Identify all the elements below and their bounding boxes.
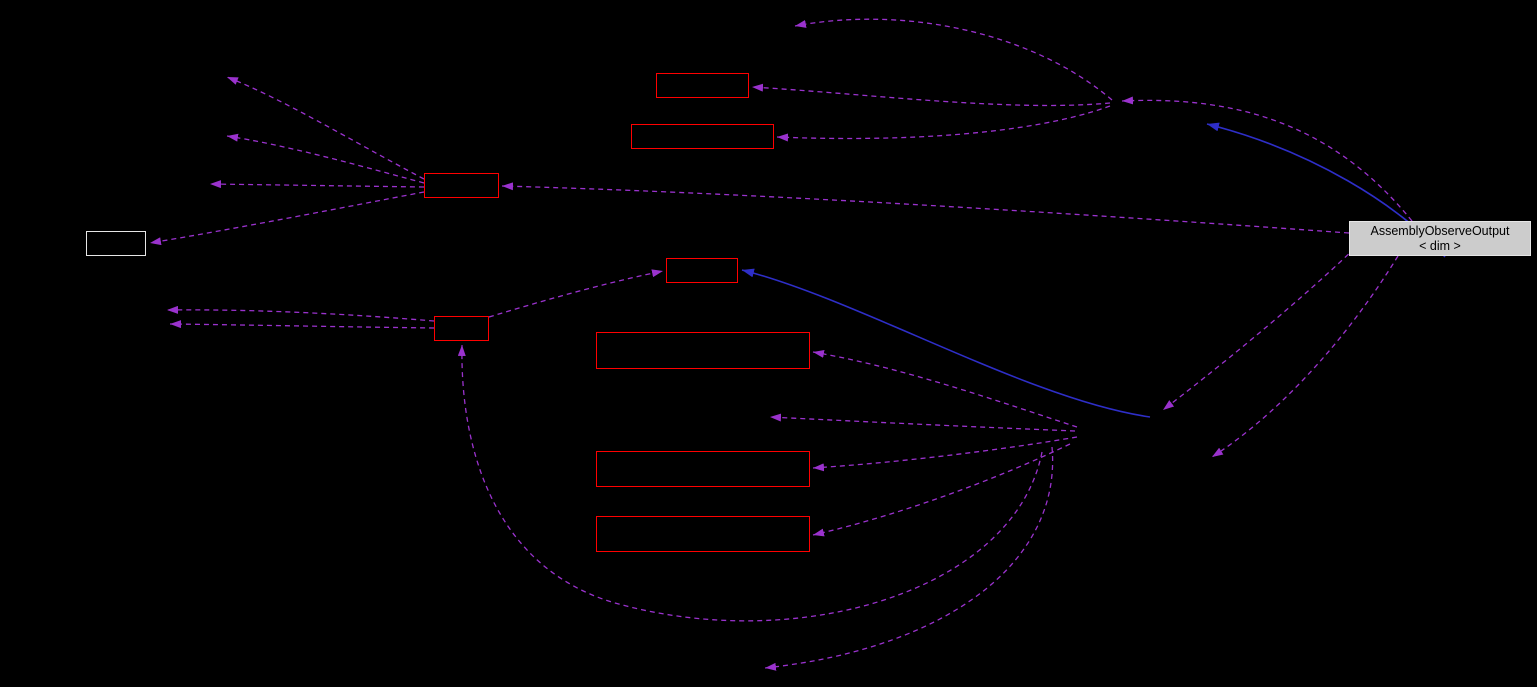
edge-dashed-hub-to-red-node-8 bbox=[812, 436, 1078, 472]
edge-dashed-gray-to-hub-2 bbox=[1211, 255, 1399, 458]
edge-dashed-hub-to-bottom bbox=[764, 446, 1054, 671]
class-node-red-6[interactable] bbox=[434, 316, 489, 341]
edge-dashed-gray-to-tophub bbox=[1121, 96, 1413, 222]
edge-dashed-hub-to-red-node-7 bbox=[812, 349, 1078, 428]
edge-dashed-fan-5 bbox=[169, 320, 435, 329]
assembly-observe-output-node: AssemblyObserveOutput < dim > bbox=[1349, 221, 1531, 256]
edge-dashed-gray-to-red-node-3 bbox=[501, 182, 1350, 234]
class-node-red-3[interactable] bbox=[424, 173, 499, 198]
selected-node-label-line1: AssemblyObserveOutput bbox=[1370, 223, 1510, 238]
class-node-plain[interactable] bbox=[86, 231, 146, 256]
edge-dashed-node6-to-node5 bbox=[488, 269, 664, 318]
edge-dashed-fan-3 bbox=[209, 180, 425, 189]
edge-dashed-sweep-to-node6-bottom bbox=[457, 344, 1043, 622]
edge-dashed-gray-to-hub-1 bbox=[1162, 247, 1356, 411]
edge-solid-hub-to-node5 bbox=[741, 268, 1151, 418]
class-node-red-9[interactable] bbox=[596, 516, 810, 552]
edge-dashed-hub-left bbox=[769, 413, 1076, 432]
edge-dashed-to-red-node-2 bbox=[776, 105, 1111, 142]
edge-dashed-fan-to-plain-node bbox=[149, 191, 425, 246]
edge-dashed-hub-to-red-node-9 bbox=[812, 443, 1071, 537]
edge-dashed-fan-2 bbox=[226, 133, 425, 184]
class-node-red-2[interactable] bbox=[631, 124, 774, 149]
class-node-red-5[interactable] bbox=[666, 258, 738, 283]
edge-dashed-top-arc bbox=[794, 18, 1113, 101]
class-node-red-1[interactable] bbox=[656, 73, 749, 98]
edge-dashed-fan-1 bbox=[226, 76, 425, 180]
edge-dashed-to-red-node-1 bbox=[751, 83, 1111, 107]
edge-dashed-fan-4 bbox=[166, 305, 435, 322]
class-node-red-7[interactable] bbox=[596, 332, 810, 369]
selected-node-label-line2: < dim > bbox=[1419, 238, 1461, 253]
class-node-red-8[interactable] bbox=[596, 451, 810, 487]
